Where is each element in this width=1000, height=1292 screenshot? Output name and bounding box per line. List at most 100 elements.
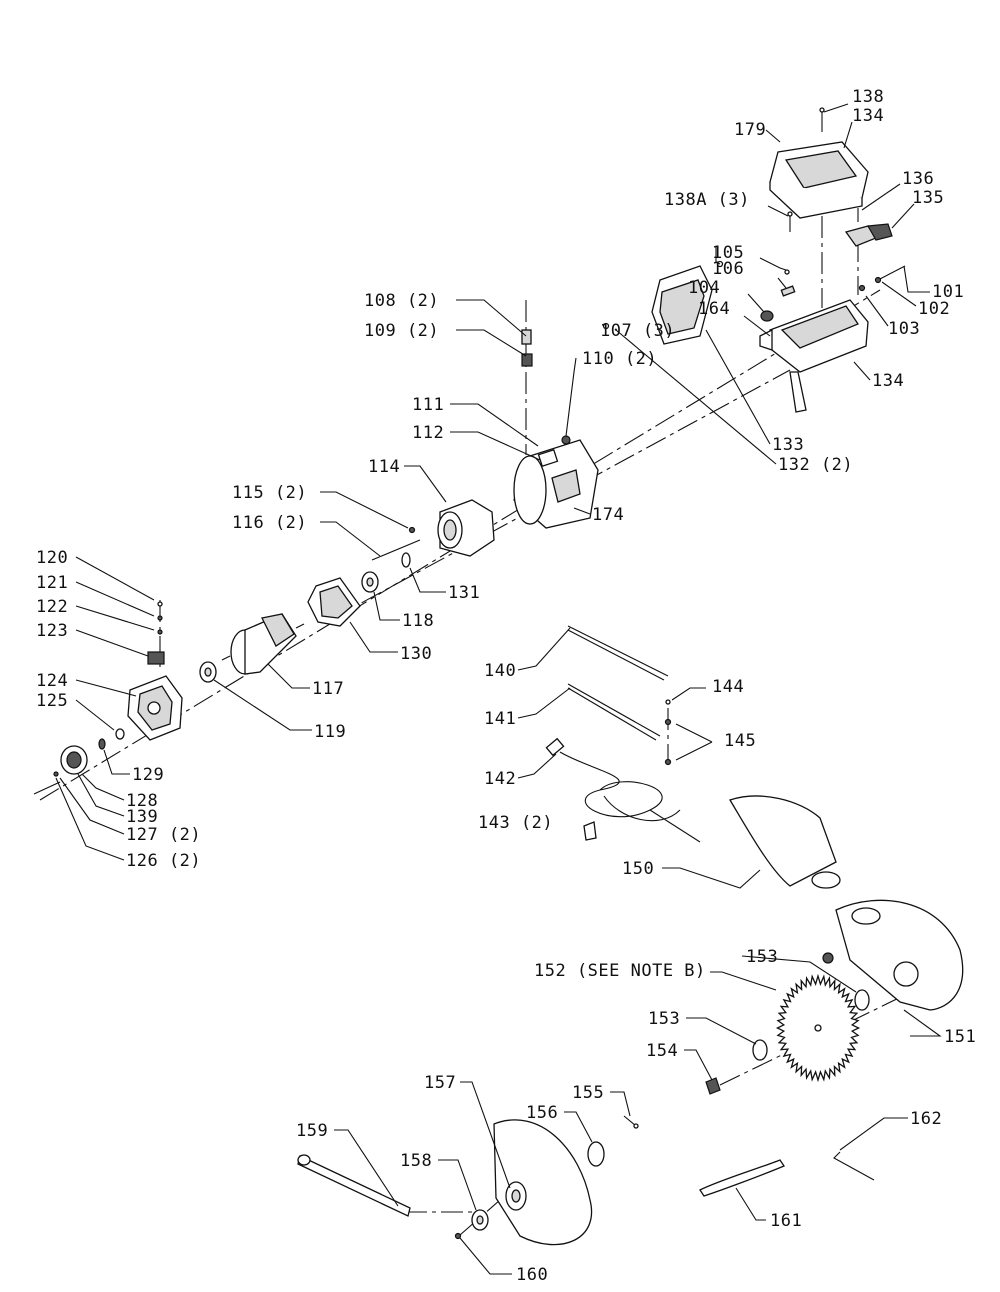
baffle-130-part [307, 577, 361, 627]
base-housing-part [759, 299, 869, 413]
label-139: 139 [126, 807, 158, 827]
label-105: 105 [712, 243, 744, 263]
part-156 [587, 1141, 605, 1167]
label-122: 122 [36, 597, 68, 617]
label-120: 120 [36, 548, 68, 568]
label-161: 161 [770, 1211, 802, 1231]
label-153-upper: 153 [746, 947, 778, 967]
label-112: 112 [412, 423, 444, 443]
label-130: 130 [400, 644, 432, 664]
saw-blade-arbor-hole [814, 1024, 822, 1032]
label-145: 145 [724, 731, 756, 751]
wrench-159-part [297, 1154, 411, 1217]
label-107: 107 (3) [600, 321, 675, 341]
field-114-part [437, 499, 495, 557]
connector-143-part [583, 821, 597, 841]
label-132: 132 (2) [778, 455, 853, 475]
label-134-top: 134 [852, 106, 884, 126]
label-127: 127 (2) [126, 825, 201, 845]
label-141: 141 [484, 709, 516, 729]
label-179: 179 [734, 120, 766, 140]
end-cap-part [602, 260, 724, 345]
label-136: 136 [902, 169, 934, 189]
label-154: 154 [646, 1041, 678, 1061]
knob-104-part [760, 310, 774, 322]
screw-101-part [858, 265, 906, 292]
label-114: 114 [368, 457, 400, 477]
part-158 [471, 1209, 489, 1231]
part-125 [115, 728, 125, 740]
screw-138-part [819, 107, 825, 132]
bearing-118-part [361, 571, 379, 593]
part-160 [454, 1232, 462, 1240]
hex-key-162-part [833, 1151, 875, 1181]
label-143: 143 (2) [478, 813, 553, 833]
armature-117-part [221, 613, 305, 675]
part-129 [98, 738, 106, 750]
screws-126-127 [33, 771, 61, 795]
motor-housing-part [513, 439, 599, 529]
label-133: 133 [772, 435, 804, 455]
label-134-bottom: 134 [872, 371, 904, 391]
label-102: 102 [918, 299, 950, 319]
screw-138a-part [787, 211, 793, 232]
part-155 [623, 1115, 639, 1129]
label-110: 110 (2) [582, 349, 657, 369]
label-131: 131 [448, 583, 480, 603]
label-119: 119 [314, 722, 346, 742]
label-104: 104 [688, 278, 720, 298]
label-155: 155 [572, 1083, 604, 1103]
label-138: 138 [852, 87, 884, 107]
label-126: 126 (2) [126, 851, 201, 871]
label-101: 101 [932, 282, 964, 302]
label-138a: 138A (3) [664, 190, 750, 210]
washer-153-parts [752, 989, 870, 1061]
nut-110-part [561, 435, 571, 445]
label-115: 115 (2) [232, 483, 307, 503]
gear-case-part [127, 675, 183, 741]
label-124: 124 [36, 671, 68, 691]
label-121: 121 [36, 573, 68, 593]
leader-lines [55, 103, 942, 1275]
label-103: 103 [888, 319, 920, 339]
parts-105-106 [780, 269, 796, 297]
label-108: 108 (2) [364, 291, 439, 311]
gear-128-part [60, 745, 88, 775]
screws-115-116 [371, 526, 421, 561]
parts-120-123 [147, 601, 165, 665]
label-128: 128 [126, 791, 158, 811]
dust-bag-part [729, 795, 841, 889]
lower-guard-part [493, 1119, 593, 1246]
label-118: 118 [402, 611, 434, 631]
upper-guard-part [822, 899, 964, 1011]
top-cover-part [769, 141, 869, 219]
label-152: 152 (SEE NOTE B) [534, 961, 706, 981]
label-106: 106 [712, 259, 744, 279]
label-174: 174 [592, 505, 624, 525]
label-156: 156 [526, 1103, 558, 1123]
label-117: 117 [312, 679, 344, 699]
power-cord-part [545, 737, 701, 843]
label-125: 125 [36, 691, 68, 711]
label-111: 111 [412, 395, 444, 415]
washer-131-part [401, 552, 411, 568]
label-150: 150 [622, 859, 654, 879]
label-142: 142 [484, 769, 516, 789]
brush-part [521, 329, 533, 367]
label-140: 140 [484, 661, 516, 681]
saw-blade-part [775, 973, 861, 1083]
part-labels: 138 134 179 136 135 138A (3) 105 106 104… [36, 87, 976, 1285]
label-129: 129 [132, 765, 164, 785]
wire-140-part [567, 625, 669, 681]
label-157: 157 [424, 1073, 456, 1093]
parts-144-145 [664, 699, 672, 766]
switch-part [844, 208, 893, 247]
label-109: 109 (2) [364, 321, 439, 341]
label-153-lower: 153 [648, 1009, 680, 1029]
label-158: 158 [400, 1151, 432, 1171]
label-123: 123 [36, 621, 68, 641]
wire-141-part [567, 683, 661, 741]
label-151: 151 [944, 1027, 976, 1047]
